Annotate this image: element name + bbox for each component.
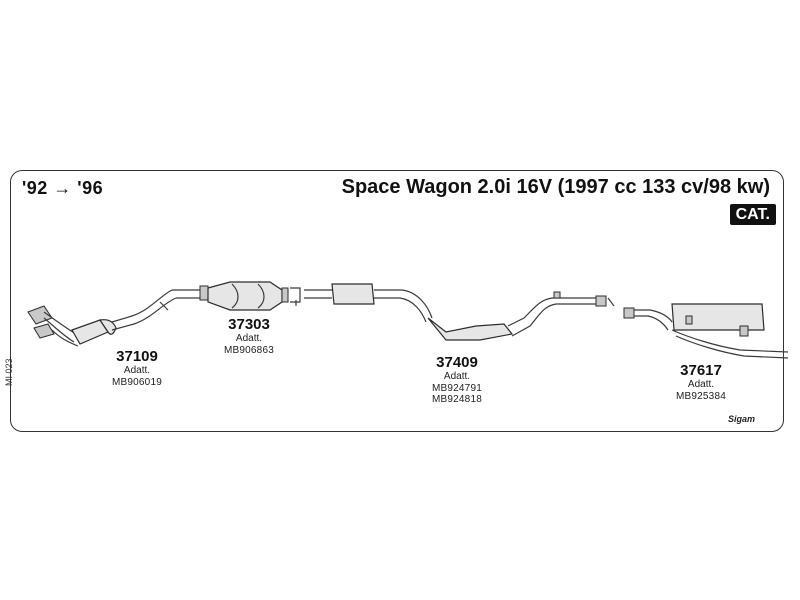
part-reference: MB924791 [432,382,482,394]
part-number: 37409 [436,354,478,371]
part-callout-37109[interactable]: 37109 Adatt. MB906019 [100,348,174,388]
part-callout-37303[interactable]: 37303 Adatt. MB906863 [212,316,286,356]
part-label: Adatt. [443,371,471,383]
part-label: Adatt. [235,333,263,345]
diagram-frame [10,170,784,432]
part-label: Adatt. [687,379,715,391]
part-number: 37109 [116,348,158,365]
part-reference: MB924818 [432,394,482,406]
part-reference: MB925384 [676,390,726,402]
year-range: '92 → '96 [22,178,104,198]
part-number: 37303 [228,316,270,333]
brand-logo: Sigam [728,414,756,424]
catalytic-converter-part[interactable] [199,281,301,311]
part-callout-37409[interactable]: 37409 Adatt. MB924791 MB924818 [418,354,496,406]
part-callout-37617[interactable]: 37617 Adatt. MB925384 [664,362,738,402]
part-reference: MB906863 [224,344,274,356]
part-label: Adatt. [123,365,151,377]
manifold-downpipe-part[interactable] [27,289,200,347]
rear-silencer-part[interactable] [623,303,789,359]
part-number: 37617 [680,362,722,379]
vehicle-title: Space Wagon 2.0i 16V (1997 cc 133 cv/98 … [341,176,770,198]
cat-badge: CAT. [729,204,776,225]
intermediate-pipe-part[interactable] [304,283,615,341]
part-reference: MB906019 [112,376,162,388]
